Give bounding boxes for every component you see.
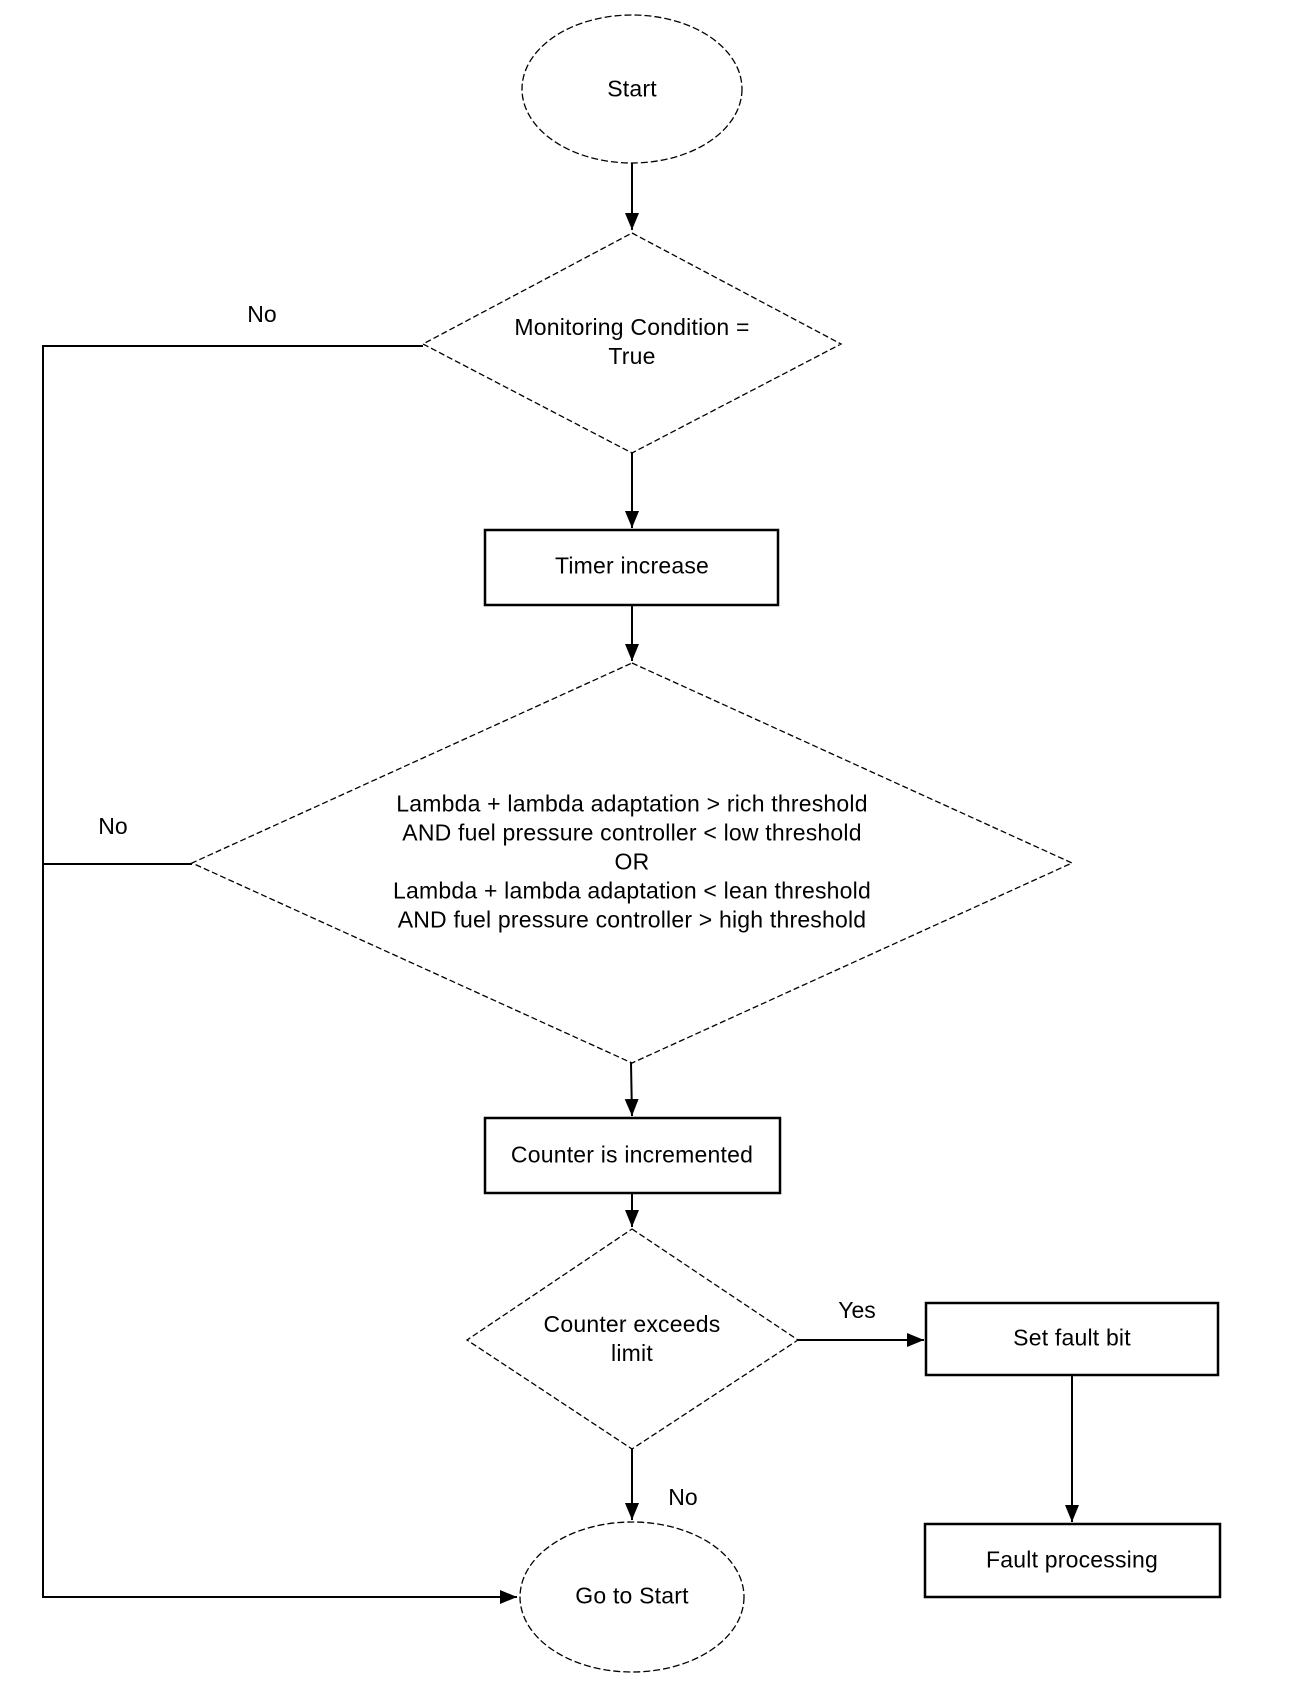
start-label: Start	[607, 75, 657, 102]
goto-start-ellipse	[519, 1521, 745, 1673]
edge-monitoring-no-to-goto-start	[42, 345, 517, 1604]
fault-processing-rect	[923, 1522, 1222, 1599]
fault-processing-label: Fault processing	[986, 1546, 1158, 1573]
counter-yes-edge-label: Yes	[838, 1297, 876, 1323]
set-fault-bit-rect	[924, 1301, 1220, 1377]
counter-no-edge-label: No	[668, 1484, 698, 1510]
counter-incremented-label: Counter is incremented	[510, 1141, 754, 1168]
lambda-condition-label: Lambda + lambda adaptation > rich thresh…	[393, 790, 871, 933]
condition-no-edge-label: No	[98, 813, 128, 839]
monitoring-condition-label: Monitoring Condition = True	[514, 314, 750, 369]
monitoring-no-edge-label: No	[247, 301, 277, 327]
timer-increase-rect	[483, 528, 780, 607]
counter-incremented-rect	[483, 1116, 782, 1195]
timer-increase-label: Timer increase	[554, 552, 710, 579]
counter-exceeds-label: Counter exceeds limit	[543, 1311, 721, 1366]
goto-start-label: Go to Start	[575, 1582, 689, 1609]
set-fault-bit-label: Set fault bit	[1013, 1324, 1131, 1351]
edge-condition-to-counter-inc	[624, 1062, 639, 1117]
